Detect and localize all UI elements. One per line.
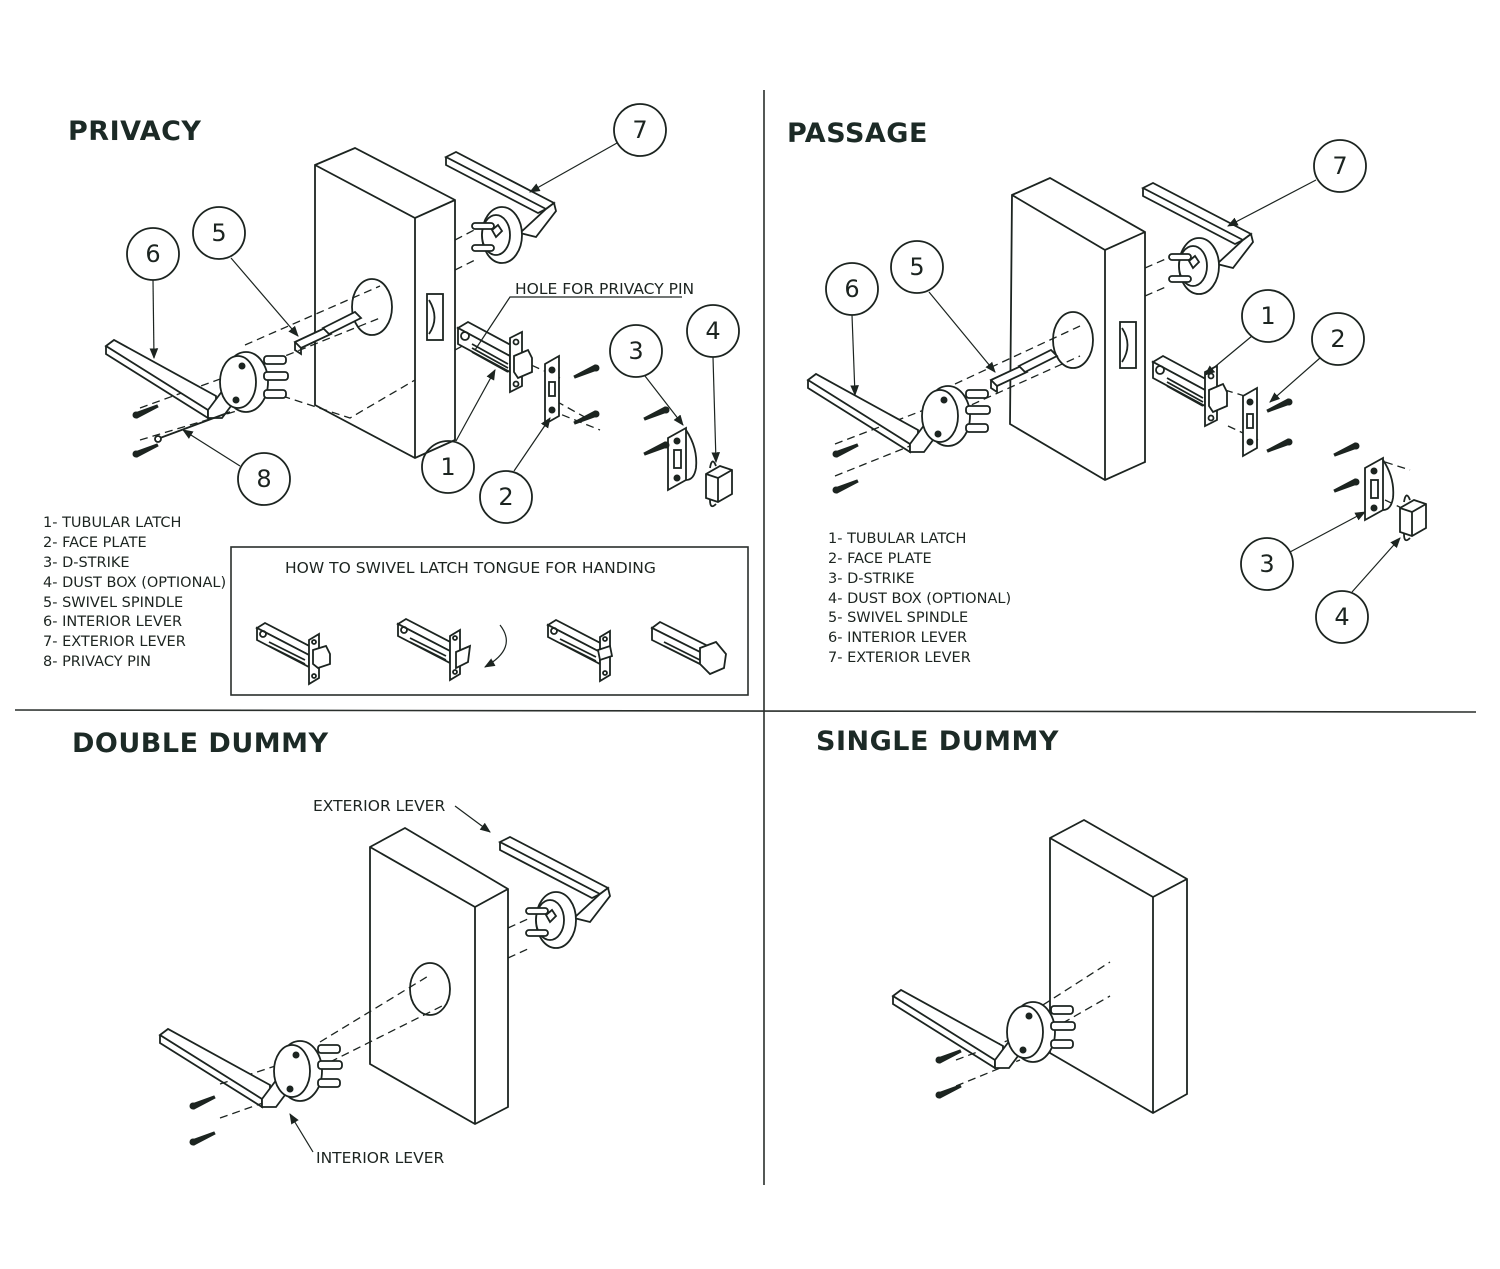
callout-3: 3: [609, 324, 663, 378]
privacy-title: PRIVACY: [68, 116, 201, 147]
passage-legend: 1- TUBULAR LATCH 2- FACE PLATE 3- D-STRI…: [828, 531, 1011, 666]
callout-8: 8: [237, 452, 291, 506]
privacy-pin: [159, 411, 231, 439]
d-strike: [1364, 457, 1395, 521]
callout-1: 1: [1241, 289, 1295, 343]
interior-lever: [807, 373, 991, 453]
dust-box: [1399, 494, 1427, 542]
callout-1: 1: [421, 440, 475, 494]
handing-step-4: [650, 620, 727, 676]
passage-title: PASSAGE: [787, 118, 928, 149]
svg-text:3- D-STRIKE: 3- D-STRIKE: [43, 555, 130, 571]
callout-7: 7: [1313, 139, 1367, 193]
svg-text:2: 2: [498, 483, 513, 511]
callout-2: 2: [1311, 312, 1365, 366]
svg-text:3: 3: [628, 337, 643, 365]
privacy-pin-hole-label: HOLE FOR PRIVACY PIN: [515, 280, 694, 298]
svg-text:3: 3: [1259, 550, 1274, 578]
door-block: [1049, 818, 1188, 1115]
svg-text:6- INTERIOR LEVER: 6- INTERIOR LEVER: [43, 614, 182, 630]
double-dummy-section: DOUBLE DUMMY EXTERIOR LEVER INTERIOR LEV…: [72, 728, 611, 1167]
svg-text:7: 7: [1332, 152, 1347, 180]
interior-lever: [159, 1028, 343, 1108]
svg-text:2- FACE PLATE: 2- FACE PLATE: [43, 535, 147, 551]
horizontal-separator: [14, 709, 1477, 713]
svg-text:6: 6: [844, 275, 859, 303]
svg-text:2: 2: [1330, 325, 1345, 353]
svg-text:6: 6: [145, 240, 160, 268]
svg-text:5: 5: [909, 253, 924, 281]
svg-text:5: 5: [211, 219, 226, 247]
exterior-lever-label: EXTERIOR LEVER: [313, 797, 445, 815]
dust-box: [705, 460, 733, 508]
interior-lever: [105, 339, 289, 419]
svg-text:8- PRIVACY PIN: 8- PRIVACY PIN: [43, 654, 151, 670]
svg-text:5- SWIVEL SPINDLE: 5- SWIVEL SPINDLE: [43, 595, 183, 611]
svg-text:7- EXTERIOR LEVER: 7- EXTERIOR LEVER: [43, 634, 186, 650]
svg-text:4: 4: [705, 317, 720, 345]
handing-instructions-box: HOW TO SWIVEL LATCH TONGUE FOR HANDING: [230, 546, 749, 696]
callout-5: 5: [890, 240, 944, 294]
handing-step-3: [547, 619, 614, 682]
double-dummy-title: DOUBLE DUMMY: [72, 728, 329, 759]
callout-4: 4: [1315, 590, 1369, 644]
single-dummy-title: SINGLE DUMMY: [816, 726, 1059, 757]
single-dummy-section: SINGLE DUMMY: [816, 726, 1188, 1115]
privacy-section: PRIVACY HOLE FOR PRIVACY: [43, 103, 749, 696]
exterior-lever: [499, 836, 611, 949]
callout-7: 7: [613, 103, 667, 157]
svg-text:7: 7: [632, 116, 647, 144]
svg-text:4- DUST BOX (OPTIONAL): 4- DUST BOX (OPTIONAL): [828, 591, 1011, 607]
bore-hole: [1052, 311, 1094, 369]
door-block: [369, 826, 509, 1126]
svg-text:8: 8: [256, 465, 271, 493]
door-block: [1009, 176, 1146, 482]
callout-6: 6: [825, 262, 879, 316]
svg-text:7- EXTERIOR LEVER: 7- EXTERIOR LEVER: [828, 650, 971, 666]
svg-text:1: 1: [1260, 302, 1275, 330]
face-plate: [1242, 387, 1258, 457]
svg-text:6- INTERIOR LEVER: 6- INTERIOR LEVER: [828, 630, 967, 646]
callout-3: 3: [1240, 537, 1294, 591]
svg-text:5- SWIVEL SPINDLE: 5- SWIVEL SPINDLE: [828, 610, 968, 626]
handing-step-1: [256, 622, 331, 685]
callout-2: 2: [479, 470, 533, 524]
svg-text:1- TUBULAR LATCH: 1- TUBULAR LATCH: [828, 531, 966, 547]
svg-text:1: 1: [440, 453, 455, 481]
exterior-lever: [445, 151, 557, 264]
svg-text:4- DUST BOX (OPTIONAL): 4- DUST BOX (OPTIONAL): [43, 575, 226, 591]
svg-text:3- D-STRIKE: 3- D-STRIKE: [828, 571, 915, 587]
svg-text:4: 4: [1334, 603, 1349, 631]
svg-text:2- FACE PLATE: 2- FACE PLATE: [828, 551, 932, 567]
callout-6: 6: [126, 227, 180, 281]
callout-4: 4: [686, 304, 740, 358]
interior-lever-label: INTERIOR LEVER: [316, 1149, 444, 1167]
svg-text:1- TUBULAR LATCH: 1- TUBULAR LATCH: [43, 515, 181, 531]
handing-title: HOW TO SWIVEL LATCH TONGUE FOR HANDING: [285, 559, 656, 577]
rotate-arrow-icon: [484, 624, 507, 668]
passage-section: PASSAGE 1 2 3 4 5 6 7: [787, 118, 1427, 666]
face-plate: [544, 355, 560, 425]
handing-step-2: [397, 618, 507, 681]
bore-hole: [351, 278, 393, 336]
tubular-latch: [457, 321, 533, 393]
privacy-legend: 1- TUBULAR LATCH 2- FACE PLATE 3- D-STRI…: [43, 515, 226, 670]
callout-5: 5: [192, 206, 246, 260]
exterior-lever: [1142, 182, 1254, 295]
door-block: [314, 147, 456, 460]
d-strike: [667, 427, 698, 491]
bore-hole: [409, 962, 451, 1016]
